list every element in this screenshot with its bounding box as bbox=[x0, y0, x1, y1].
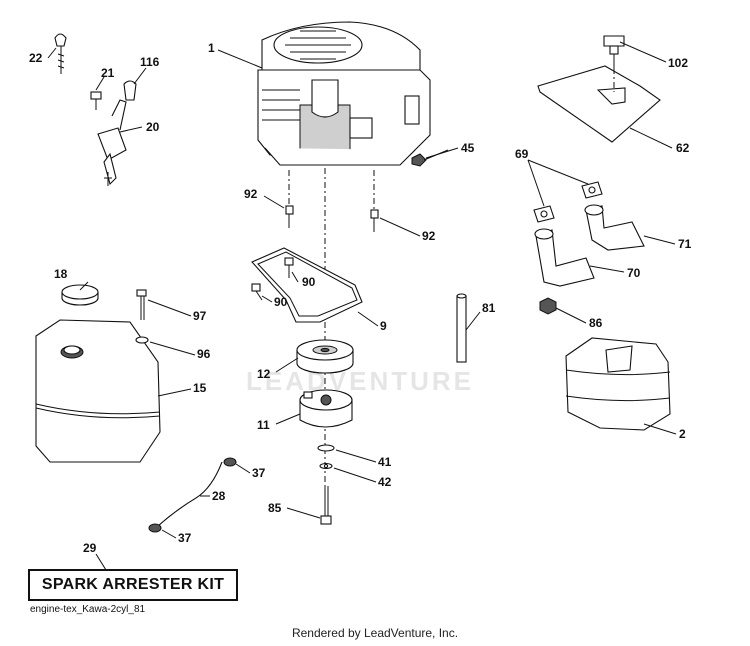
knob-116 bbox=[123, 80, 137, 101]
callout-62: 62 bbox=[676, 141, 690, 155]
callout-42: 42 bbox=[378, 475, 392, 489]
callout-37-lower: 37 bbox=[178, 531, 192, 545]
callout-81: 81 bbox=[482, 301, 496, 315]
exhaust-pipe-70 bbox=[534, 228, 595, 287]
belt-guide-9 bbox=[251, 247, 363, 323]
clamp-37-upper bbox=[223, 457, 237, 467]
callout-15: 15 bbox=[193, 381, 207, 395]
fitting-97 bbox=[136, 289, 147, 320]
clutch-11 bbox=[299, 389, 353, 428]
exhaust-pipe-71 bbox=[584, 204, 645, 251]
throttle-control-20 bbox=[97, 99, 127, 186]
bolt-90-upper bbox=[284, 257, 294, 278]
callout-28: 28 bbox=[212, 489, 226, 503]
callout-86: 86 bbox=[589, 316, 603, 330]
washer-41 bbox=[317, 444, 335, 452]
callout-41: 41 bbox=[378, 455, 392, 469]
callout-97: 97 bbox=[193, 309, 207, 323]
callout-1: 1 bbox=[208, 41, 215, 55]
callout-2: 2 bbox=[679, 427, 686, 441]
figure-id: engine-tex_Kawa-2cyl_81 bbox=[30, 604, 146, 615]
callout-116: 116 bbox=[140, 55, 160, 69]
callout-96: 96 bbox=[197, 347, 211, 361]
callout-22: 22 bbox=[29, 51, 43, 65]
bolt-85 bbox=[320, 486, 332, 525]
bolt-92-left bbox=[285, 205, 294, 228]
callout-21: 21 bbox=[101, 66, 115, 80]
callout-29: 29 bbox=[83, 541, 97, 555]
callout-11: 11 bbox=[257, 418, 270, 432]
callout-69: 69 bbox=[515, 147, 529, 161]
fuel-hose-28 bbox=[157, 461, 223, 527]
bolt-92-right bbox=[370, 209, 379, 232]
callout-102: 102 bbox=[668, 56, 688, 70]
washer-96 bbox=[135, 336, 149, 344]
leadventure-watermark: LEADVENTURE bbox=[246, 366, 475, 396]
engine-illustration bbox=[257, 21, 431, 166]
callout-90-lower: 90 bbox=[274, 295, 288, 309]
callout-45: 45 bbox=[461, 141, 475, 155]
clamp-37-lower bbox=[148, 523, 162, 533]
callout-20: 20 bbox=[146, 120, 160, 134]
bolt-90-lower bbox=[251, 283, 263, 301]
muffler-2 bbox=[565, 337, 671, 431]
gasket-69 bbox=[533, 181, 603, 223]
knob-22 bbox=[54, 33, 67, 74]
knob-102 bbox=[603, 35, 625, 68]
leader-lines bbox=[47, 41, 677, 571]
nut-86 bbox=[539, 297, 557, 315]
callout-92-right: 92 bbox=[422, 229, 436, 243]
callout-labels: 1 2 9 11 12 15 18 20 21 22 28 29 37 37 4… bbox=[29, 41, 692, 555]
heat-shield-62 bbox=[537, 65, 661, 143]
rendered-by-footer: Rendered by LeadVenture, Inc. bbox=[291, 626, 459, 640]
callout-18: 18 bbox=[54, 267, 68, 281]
callout-70: 70 bbox=[627, 266, 641, 280]
callout-85: 85 bbox=[268, 501, 282, 515]
pulley-12 bbox=[296, 339, 354, 374]
fuel-cap-18 bbox=[61, 284, 99, 306]
callout-9: 9 bbox=[380, 319, 387, 333]
callout-90-upper: 90 bbox=[302, 275, 316, 289]
spark-arrester-kit-label: SPARK ARRESTER KIT bbox=[28, 569, 238, 601]
fuel-tank-15 bbox=[35, 319, 161, 463]
screw-21 bbox=[90, 91, 102, 110]
callout-37-upper: 37 bbox=[252, 466, 266, 480]
callout-71: 71 bbox=[678, 237, 692, 251]
callout-92-left: 92 bbox=[244, 187, 258, 201]
tube-81 bbox=[456, 293, 467, 363]
callout-12: 12 bbox=[257, 367, 271, 381]
